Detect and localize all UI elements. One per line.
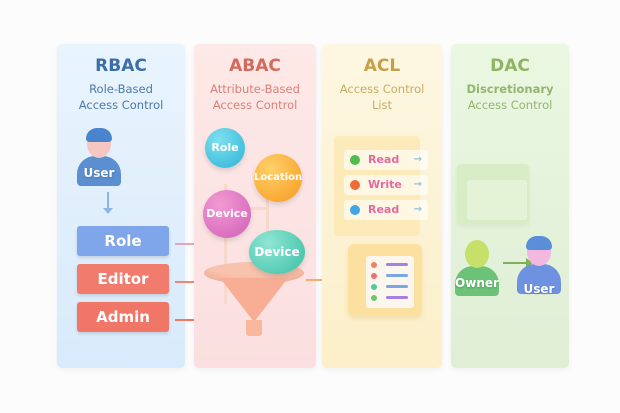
attribute-device: Device [203,190,251,238]
rbac-subtitle: Role-Based Access Control [78,82,164,112]
abac-title: ABAC [229,56,281,76]
dac-panel: DAC Discretionary Access Control Owner U… [451,44,569,368]
owner-icon: Owner [455,240,499,300]
attribute-location: Location [254,154,302,202]
admin-box: Admin [77,302,169,332]
folder-icon [457,164,529,224]
list-folder-icon [348,244,422,316]
acl-entry: Write → [344,175,428,195]
user-label: User [83,166,115,180]
abac-subtitle: Attribute-Based Access Control [210,82,300,112]
attribute-device-2: Device [249,230,305,274]
arrow-icon: → [413,154,422,165]
rbac-title: RBAC [95,56,147,76]
editor-box: Editor [77,264,169,294]
rbac-panel: RBAC Role-Based Access Control User Role… [57,44,185,368]
user-label: User [523,282,555,296]
acl-title: ACL [363,56,401,76]
acl-entry: Read → [344,150,428,170]
acl-panel: ACL Access Control List Read → Write → R… [322,44,442,368]
arrow-icon: → [413,179,422,190]
dac-title: DAC [490,56,530,76]
abac-panel: ABAC Attribute-Based Access Control Role… [194,44,316,368]
user-icon: User [517,236,561,298]
owner-label: Owner [455,276,499,290]
user-icon: User [77,128,121,190]
acl-entry: Read → [344,200,428,220]
dac-subtitle: Discretionary Access Control [466,82,554,112]
role-box: Role [77,226,169,256]
arrow-icon: → [413,204,422,215]
down-arrow-icon [107,192,109,210]
acl-subtitle: Access Control List [339,82,425,112]
arrow-right-icon [503,258,533,268]
attribute-role: Role [205,128,245,168]
